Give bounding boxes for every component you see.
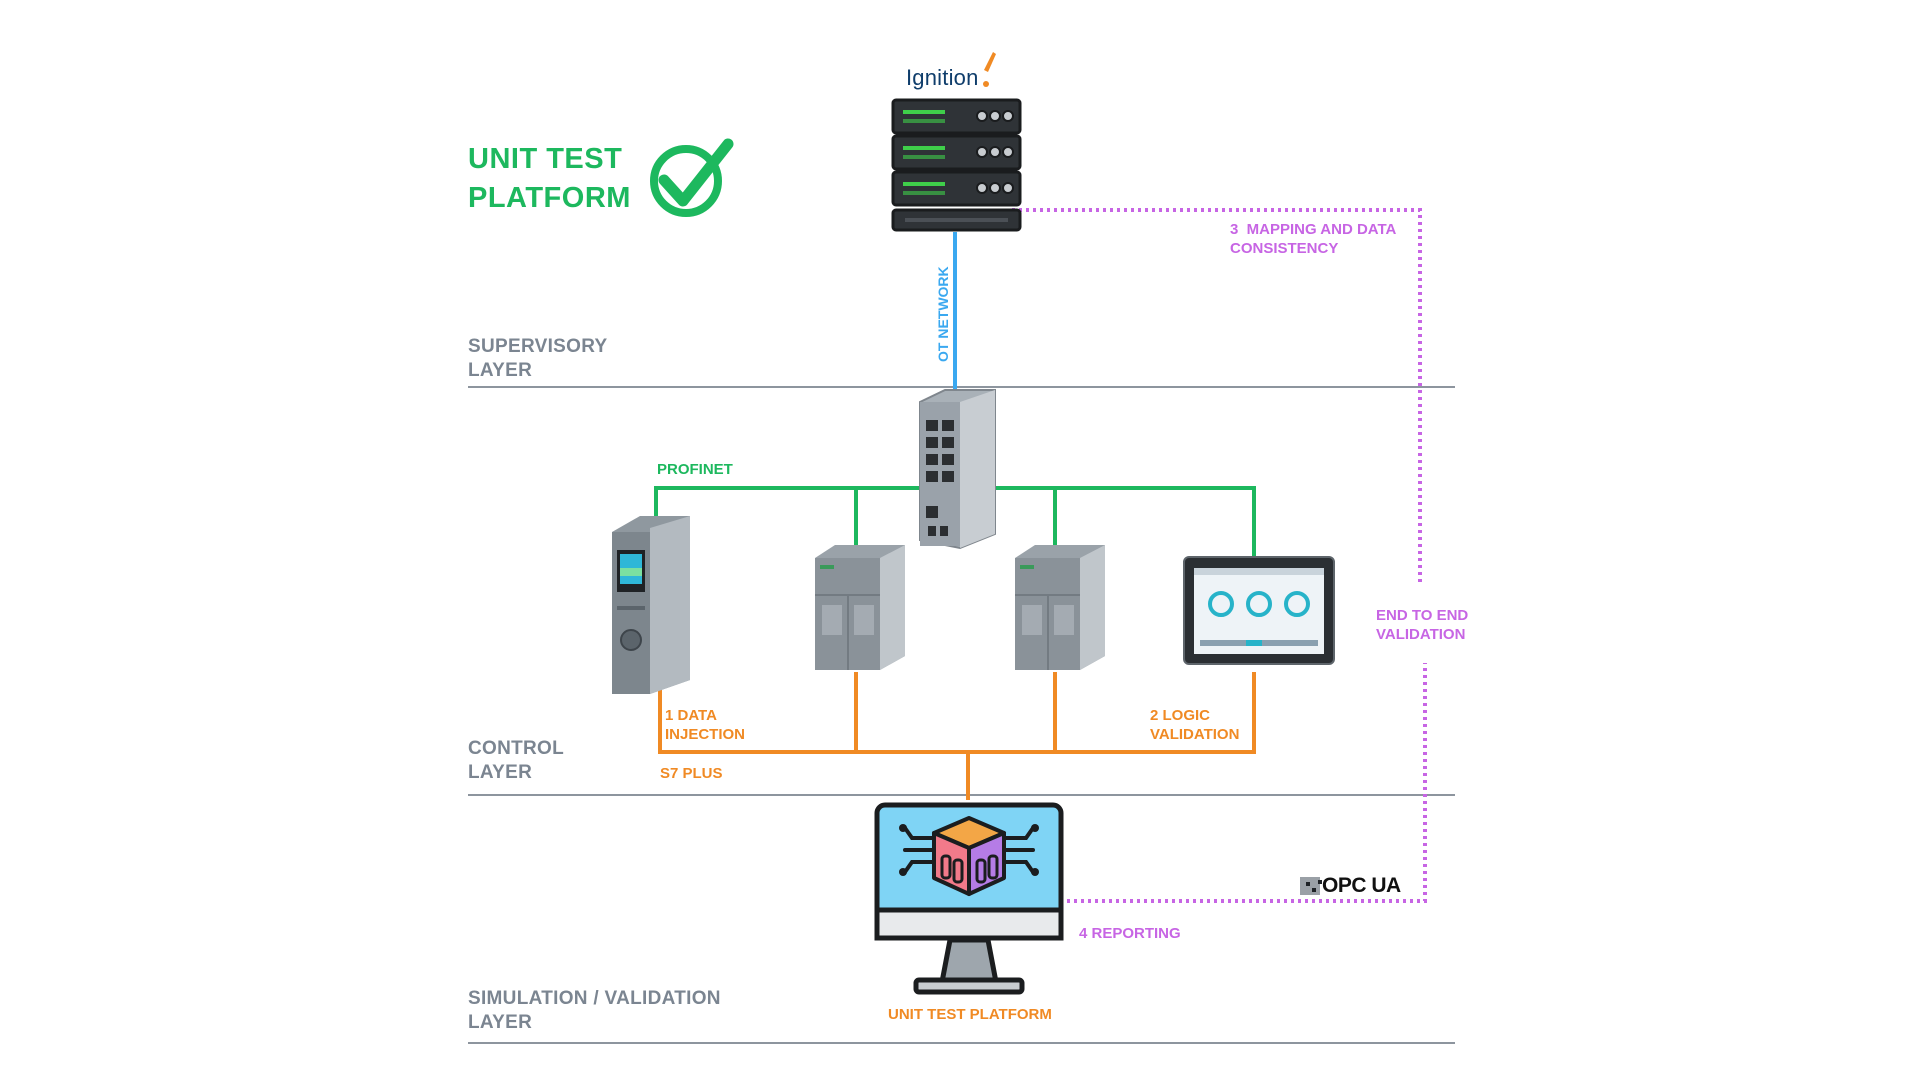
- control-layer-line-1: CONTROL: [468, 738, 565, 759]
- mapping-consistency-label: 3 MAPPING AND DATA CONSISTENCY: [1230, 221, 1396, 259]
- logic-validation-line-1: 2 LOGIC: [1150, 707, 1211, 724]
- s7plus-label: S7 PLUS: [660, 765, 723, 784]
- simulation-layer-line-1: SIMULATION / VALIDATION: [468, 988, 721, 1009]
- mapping-line-1: 3 MAPPING AND DATA: [1230, 221, 1397, 238]
- profinet-text: PROFINET: [657, 461, 733, 478]
- ot-network-label: OT NETWORK: [935, 266, 953, 362]
- simulation-workstation-icon: [874, 802, 1064, 995]
- network-switch-icon: [919, 389, 996, 550]
- supervisory-layer-label: SUPERVISORY LAYER: [468, 335, 608, 383]
- control-layer-label: CONTROL LAYER: [468, 737, 564, 785]
- data-injection-label: 1 DATA INJECTION: [665, 707, 745, 745]
- end-to-end-validation-label: END TO END VALIDATION: [1376, 607, 1468, 645]
- logic-validation-line-2: VALIDATION: [1150, 725, 1240, 743]
- reporting-label: 4 REPORTING: [1079, 925, 1181, 944]
- io-module-icon: [815, 545, 905, 670]
- opcua-logo-mark: [1300, 877, 1322, 895]
- profinet-label: PROFINET: [657, 461, 733, 480]
- server-rack-icon: [891, 52, 1022, 232]
- server-unit-1: [891, 98, 1022, 135]
- opcua-text: OPC UA: [1322, 874, 1401, 897]
- logic-validation-label: 2 LOGIC VALIDATION: [1150, 707, 1239, 745]
- io-module-icon: [1015, 545, 1105, 670]
- hmi-panel-icon: [1183, 556, 1335, 665]
- s7plus-text: S7 PLUS: [660, 765, 723, 782]
- s7plus-bus: [658, 672, 1256, 754]
- data-injection-line-2: INJECTION: [665, 725, 746, 743]
- page-title: UNIT TEST PLATFORM: [468, 140, 631, 218]
- ignition-logo-mark: [984, 52, 996, 72]
- ot-network-text: OT NETWORK: [935, 266, 951, 362]
- control-layer-line-2: LAYER: [468, 761, 533, 783]
- mapping-path: [1012, 208, 1422, 585]
- ignition-brand-text: Ignition: [906, 65, 979, 90]
- data-injection-line-1: 1 DATA: [665, 707, 717, 724]
- page-title-line-2: PLATFORM: [468, 182, 631, 215]
- supervisory-layer-line-2: LAYER: [468, 359, 533, 381]
- mapping-line-2: CONSISTENCY: [1230, 239, 1339, 257]
- simulation-layer-label: SIMULATION / VALIDATION LAYER: [468, 987, 721, 1035]
- validation-paths: [1012, 208, 1427, 903]
- end-to-end-line-2: VALIDATION: [1376, 625, 1466, 643]
- ignition-logo-dot: [983, 81, 989, 87]
- ignition-logo: Ignition: [906, 64, 979, 92]
- unit-test-platform-text: UNIT TEST PLATFORM: [888, 1006, 1052, 1023]
- page-title-line-1: UNIT TEST: [468, 143, 623, 175]
- check-icon: [650, 138, 734, 217]
- plc-cpu-icon: [612, 516, 690, 694]
- server-unit-3: [891, 170, 1022, 207]
- reporting-text: 4 REPORTING: [1079, 925, 1181, 942]
- simulation-layer-line-2: LAYER: [468, 1011, 533, 1033]
- end-to-end-line-1: END TO END: [1376, 607, 1469, 624]
- unit-test-platform-label: UNIT TEST PLATFORM: [888, 1006, 1052, 1025]
- opcua-logo: OPC UA: [1322, 873, 1401, 899]
- server-unit-2: [891, 134, 1022, 171]
- reporting-path: [1060, 663, 1427, 903]
- supervisory-layer-line-1: SUPERVISORY: [468, 336, 608, 357]
- s7plus-links: [658, 672, 1256, 800]
